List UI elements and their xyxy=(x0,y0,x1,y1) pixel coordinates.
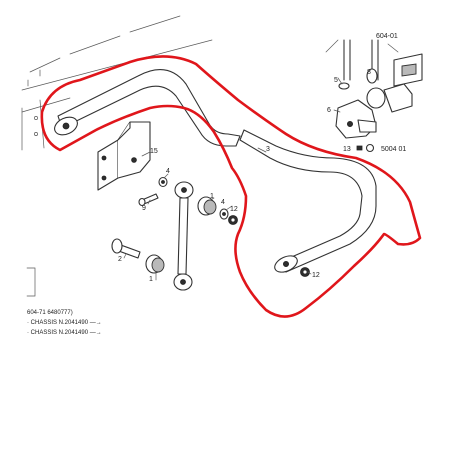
stabilizer-bar-part-3 xyxy=(54,69,377,273)
washer-part-4-right xyxy=(219,208,229,220)
nut-part-12-upper xyxy=(228,215,238,225)
callout-15: 15 xyxy=(150,148,158,155)
clamp-part-5 xyxy=(338,68,413,113)
note-line-3: · CHASSIS N.2041490 —→ xyxy=(27,330,102,336)
callout-8: 8 xyxy=(367,69,371,76)
callout-604-01: 604-01 xyxy=(376,33,398,40)
nut-part-12-lower xyxy=(300,267,310,277)
callout-4-left: 4 xyxy=(166,168,170,175)
callout-4-right: 4 xyxy=(221,199,225,206)
washer-part-4-left xyxy=(158,176,168,188)
callout-9: 9 xyxy=(142,205,146,212)
link-rod xyxy=(173,181,194,291)
bolt-part-9 xyxy=(138,193,159,207)
callout-5: 5 xyxy=(334,77,338,84)
callout-13: 13 xyxy=(343,146,351,153)
chassis-notes: 604-71 6480777) · CHASSIS N.2041490 —→ ·… xyxy=(27,310,102,336)
callout-5004-01: 5004 01 xyxy=(381,146,406,153)
callout-2: 2 xyxy=(118,256,122,263)
callout-1-lower: 1 xyxy=(149,276,153,283)
chassis-outline xyxy=(21,15,213,297)
bracket-part-6 xyxy=(335,99,377,139)
callout-12-upper: 12 xyxy=(230,206,238,213)
bushing-part-1-lower xyxy=(145,254,165,274)
callout-6: 6 xyxy=(327,107,331,114)
rod-part-8 xyxy=(325,39,399,81)
leader-lines xyxy=(123,77,343,281)
bolt-part-2 xyxy=(111,238,141,259)
callout-12-lower: 12 xyxy=(312,272,320,279)
note-line-1: 604-71 6480777) xyxy=(27,310,73,316)
callout-labels: 15 4 9 1 4 12 2 1 3 12 5 6 13 8 5004 01 … xyxy=(118,33,406,283)
bolt-part-13 xyxy=(356,143,375,153)
bracket-part-top-right xyxy=(393,53,423,87)
callout-1-upper: 1 xyxy=(210,193,214,200)
bracket-part-15 xyxy=(97,121,151,191)
red-highlight-outline xyxy=(40,55,422,318)
note-line-2: · CHASSIS N.2041490 —→ xyxy=(27,320,102,326)
callout-3: 3 xyxy=(266,146,270,153)
